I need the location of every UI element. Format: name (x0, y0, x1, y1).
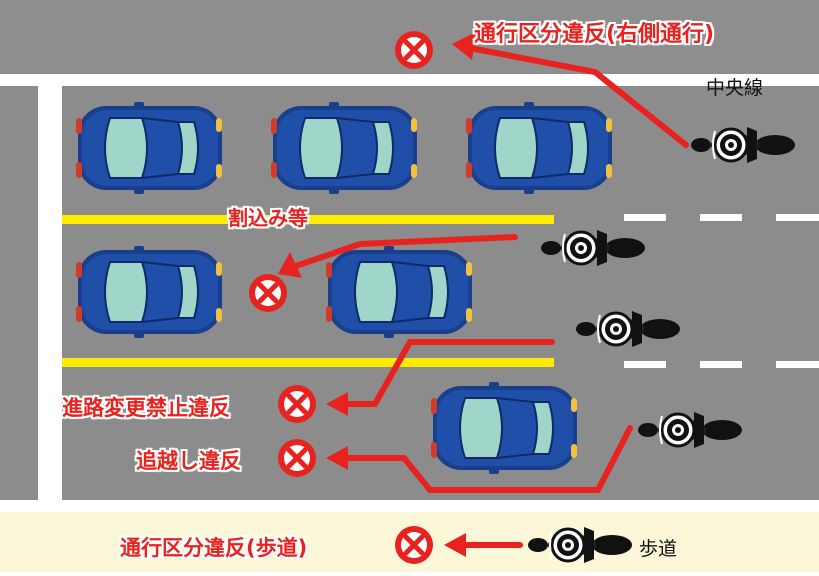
prohibited-icon (395, 526, 433, 564)
label-sidewalk-violation: 通行区分違反(歩道) (120, 536, 308, 560)
label-cutting-in: 割込み等 (228, 206, 308, 230)
arrow-icon (452, 32, 476, 60)
yellow-line-upper (62, 215, 554, 224)
lane-dashes-lower (624, 361, 819, 368)
prohibited-icon (249, 274, 287, 312)
arrow-overtaking (337, 425, 633, 493)
prohibited-icon (278, 439, 316, 477)
center-line-strip (0, 74, 819, 86)
label-overtaking: 追越し違反 (136, 449, 241, 473)
arrow-icon (326, 446, 348, 470)
edge-line (38, 86, 62, 500)
label-center-line: 中央線 (706, 77, 764, 99)
yellow-line-lower (62, 358, 554, 367)
prohibited-icon (395, 31, 433, 69)
arrow-wrong-side (467, 45, 689, 148)
curb-strip (0, 500, 819, 512)
car-icon (465, 101, 613, 195)
car-icon (75, 245, 223, 339)
arrow-icon (444, 533, 466, 557)
car-icon (325, 245, 473, 339)
car-icon (270, 101, 418, 195)
arrow-heads (278, 32, 476, 557)
label-lane-change: 進路変更禁止違反 (62, 396, 230, 420)
arrow-lane-change (337, 339, 555, 407)
arrow-icon (326, 392, 348, 416)
label-wrong-side: 通行区分違反(右側通行) (474, 22, 715, 47)
car-icon (75, 101, 223, 195)
arrow-cutting-in (287, 234, 518, 271)
prohibited-icon (278, 385, 316, 423)
label-sidewalk: 歩道 (639, 538, 678, 560)
car-icon (430, 381, 578, 475)
arrow-icon (278, 252, 302, 278)
lane-dashes-upper (624, 214, 819, 221)
